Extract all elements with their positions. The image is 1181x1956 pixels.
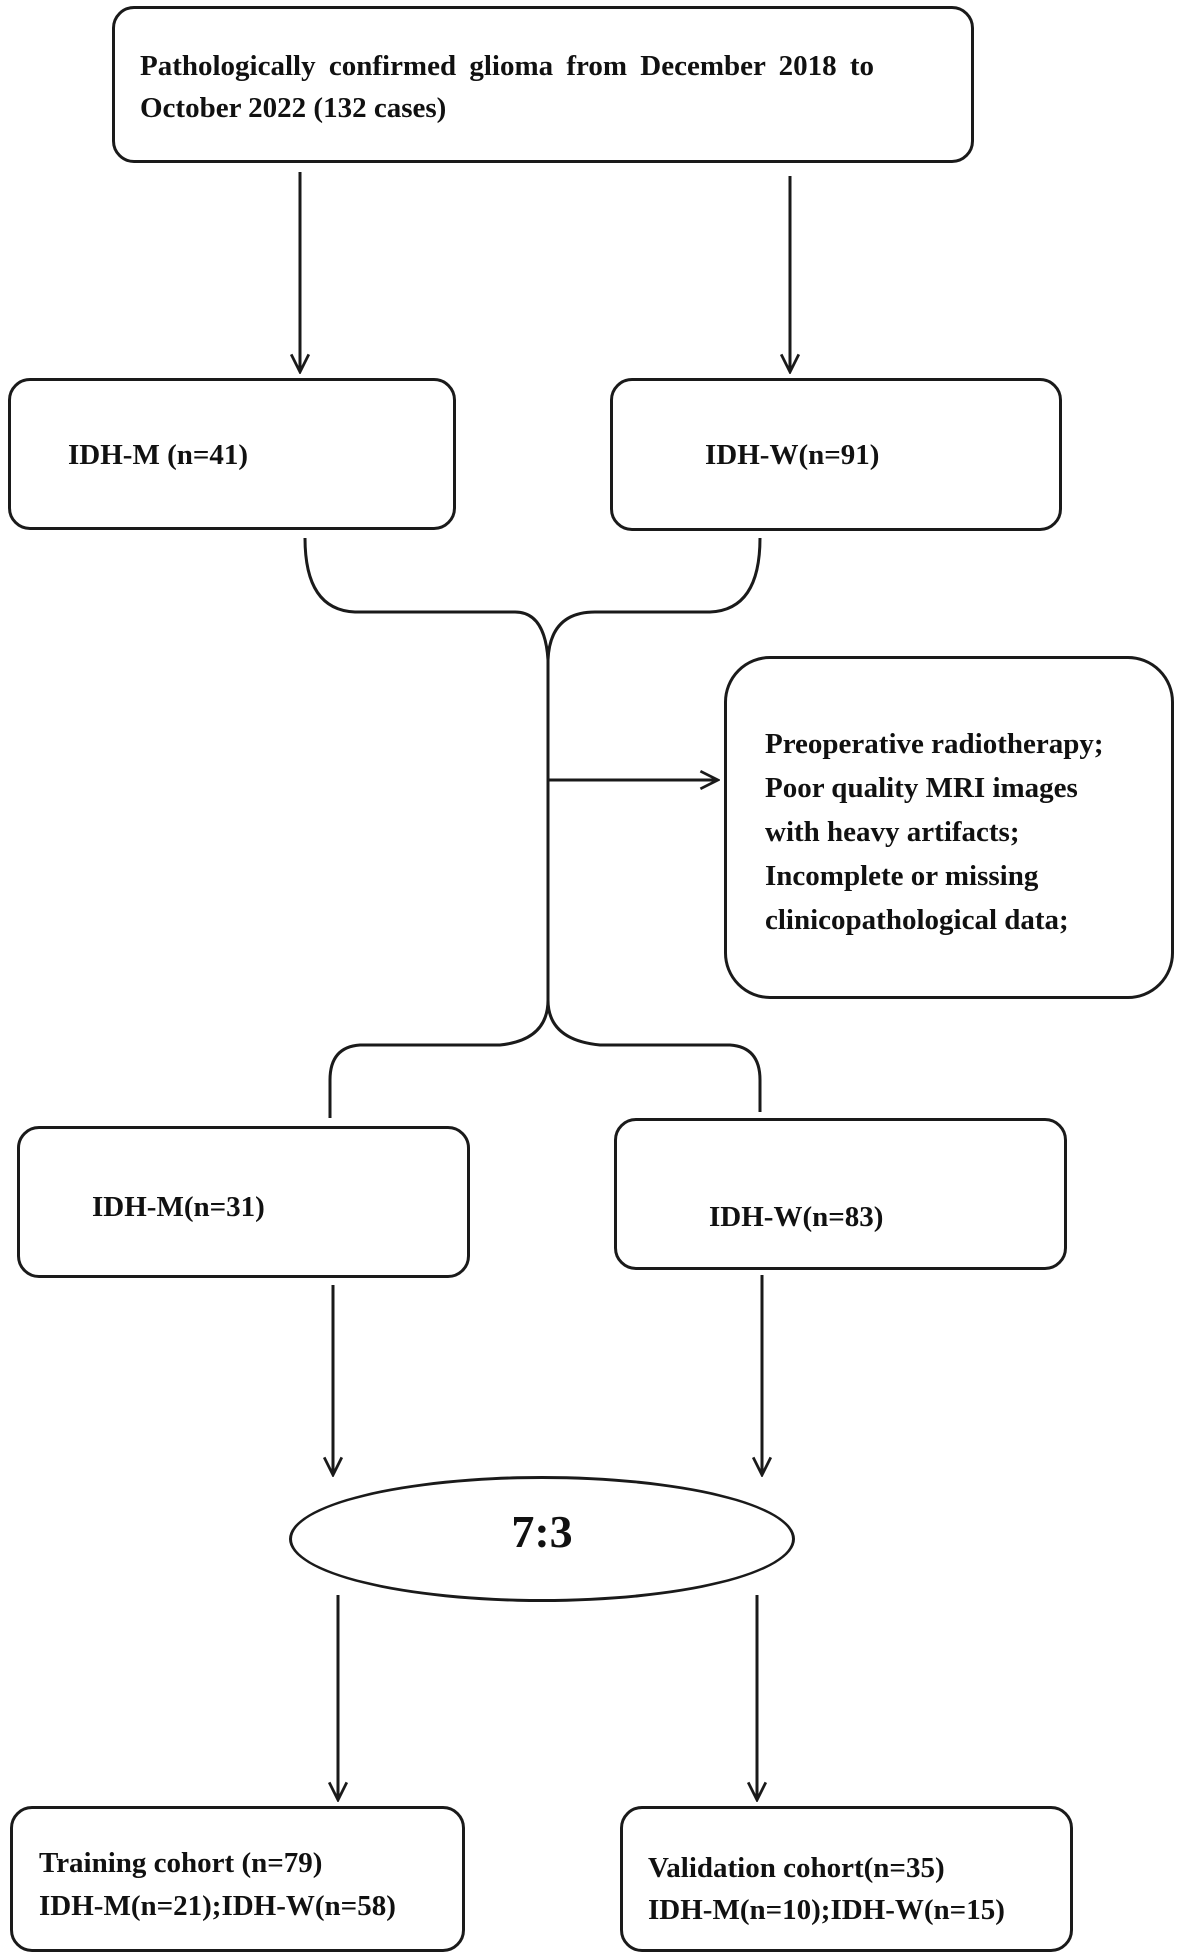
exclusion-criteria-box: Preoperative radiotherapy; Poor quality …	[724, 656, 1174, 999]
source-population-line1: Pathologically confirmed glioma from Dec…	[140, 50, 874, 82]
idhw-final-label: IDH-W(n=83)	[709, 1201, 884, 1233]
split-bracket-right	[546, 999, 762, 1112]
idhm-final-box: IDH-M(n=31)	[17, 1126, 470, 1278]
idhw-initial-box: IDH-W(n=91)	[610, 378, 1062, 531]
idhm-final-label: IDH-M(n=31)	[92, 1191, 265, 1223]
source-population-box: Pathologically confirmed glioma from Dec…	[112, 6, 974, 163]
idhw-final-box: IDH-W(n=83)	[614, 1118, 1067, 1270]
training-cohort-detail: IDH-M(n=21);IDH-W(n=58)	[39, 1890, 396, 1922]
validation-cohort-box: Validation cohort(n=35) IDH-M(n=10);IDH-…	[620, 1806, 1073, 1952]
exclusion-line-4: Incomplete or missing	[765, 860, 1039, 892]
idhm-initial-label: IDH-M (n=41)	[68, 439, 249, 471]
source-population-line2: October 2022 (132 cases)	[140, 92, 447, 124]
idhm-initial-box: IDH-M (n=41)	[8, 378, 456, 530]
exclusion-line-5: clinicopathological data;	[765, 904, 1069, 936]
exclusion-line-3: with heavy artifacts;	[765, 816, 1020, 848]
validation-cohort-title: Validation cohort(n=35)	[648, 1852, 945, 1884]
exclusion-line-2: Poor quality MRI images	[765, 772, 1078, 804]
exclusion-line-1: Preoperative radiotherapy;	[765, 728, 1104, 760]
training-cohort-title: Training cohort (n=79)	[39, 1847, 323, 1879]
validation-cohort-detail: IDH-M(n=10);IDH-W(n=15)	[648, 1894, 1005, 1926]
split-ratio-ellipse: 7:3	[289, 1476, 795, 1602]
split-ratio-label: 7:3	[511, 1506, 573, 1557]
training-cohort-box: Training cohort (n=79) IDH-M(n=21);IDH-W…	[10, 1806, 465, 1952]
merge-bracket-right	[546, 537, 762, 661]
merge-bracket	[303, 537, 550, 700]
idhw-initial-label: IDH-W(n=91)	[705, 439, 880, 471]
split-bracket	[328, 999, 550, 1118]
